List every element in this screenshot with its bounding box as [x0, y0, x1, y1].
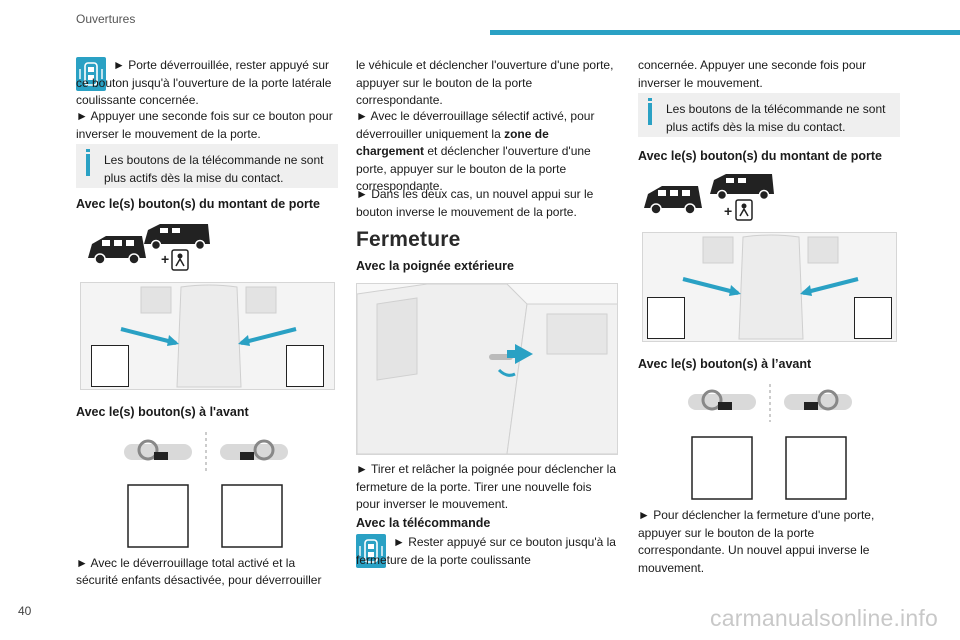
col3-p1: concernée. Appuyer une seconde fois pour… — [638, 58, 867, 90]
heading-avant: Avec le(s) bouton(s) à l'avant — [76, 405, 249, 419]
van-silhouettes-figure: + — [88, 224, 210, 271]
steering-wheel-icon — [688, 389, 756, 411]
col2-p3: ► Dans les deux cas, un nouvel appui sur… — [356, 187, 594, 219]
col1-total-1: ► Avec le déverrouillage total activé et… — [76, 556, 296, 570]
heading-avant-2: Avec le(s) bouton(s) à l’avant — [638, 357, 812, 371]
col2-p2: ► Avec le déverrouillage sélectif activé… — [356, 108, 618, 196]
info-note-icon — [86, 149, 90, 176]
col2-p4: ► Tirer et relâcher la poignée pour décl… — [356, 462, 617, 511]
door-button-icon — [91, 345, 129, 387]
header-accent-bar — [490, 30, 960, 35]
col3-p2: ► Pour déclencher la fermeture d'une por… — [638, 508, 875, 575]
page-number: 40 — [18, 604, 32, 618]
child-safety-icon — [171, 249, 189, 271]
info-note-text: Les boutons de la télécommande ne sont p… — [666, 102, 886, 134]
running-header: Ouvertures — [76, 10, 135, 29]
col1-intro-2: ► Appuyer une seconde fois sur ce bouton… — [76, 109, 333, 141]
door-pillar-figure — [80, 282, 335, 390]
col1-intro-1: ► Porte déverrouillée, rester appuyé sur… — [76, 58, 332, 107]
info-note: Les boutons de la télécommande ne sont p… — [638, 93, 900, 137]
steering-wheel-icon — [124, 439, 192, 461]
heading-poignee: Avec la poignée extérieure — [356, 259, 514, 273]
svg-text:+: + — [724, 203, 732, 219]
col2-p2-a: ► Avec le déverrouillage sélectif activé… — [356, 109, 595, 141]
door-pillar-figure — [642, 232, 897, 342]
col2-p5: ► Rester appuyé sur ce bouton jusqu'à la… — [356, 535, 616, 567]
col2-p1: le véhicule et déclencher l'ouverture d'… — [356, 58, 614, 107]
heading-telecommande: Avec la télécommande — [356, 516, 491, 530]
section-title: Ouvertures — [76, 12, 136, 26]
door-button-icon — [854, 297, 892, 339]
remote-key-icon — [356, 534, 386, 568]
info-note-icon — [648, 98, 652, 125]
info-note-text: Les boutons de la télécommande ne sont p… — [104, 153, 324, 185]
heading-montant: Avec le(s) bouton(s) du montant de porte — [76, 197, 320, 211]
heading-montant-2: Avec le(s) bouton(s) du montant de porte — [638, 149, 882, 163]
remote-key-icon — [76, 57, 106, 91]
svg-text:+: + — [161, 251, 169, 267]
door-button-icon — [647, 297, 685, 339]
van-silhouettes-figure: + — [644, 174, 774, 221]
child-safety-icon — [735, 199, 753, 221]
col2-p2-c: et déclencher l'ouverture d'une porte, a… — [356, 144, 591, 193]
front-buttons-figure — [688, 384, 852, 500]
watermark: carmanualsonline.info — [710, 605, 938, 631]
front-buttons-figure — [124, 432, 288, 548]
col2-p2-bold: zone de chargement — [356, 126, 549, 159]
door-button-icon — [286, 345, 324, 387]
heading-fermeture: Fermeture — [356, 228, 461, 251]
van-silhouette-icon — [644, 186, 702, 215]
door-handle-figure — [356, 283, 618, 455]
info-note: Les boutons de la télécommande ne sont p… — [76, 144, 338, 188]
col1-total-2: sécurité enfants désactivée, pour déverr… — [76, 573, 322, 587]
van-silhouette-icon — [88, 236, 146, 265]
